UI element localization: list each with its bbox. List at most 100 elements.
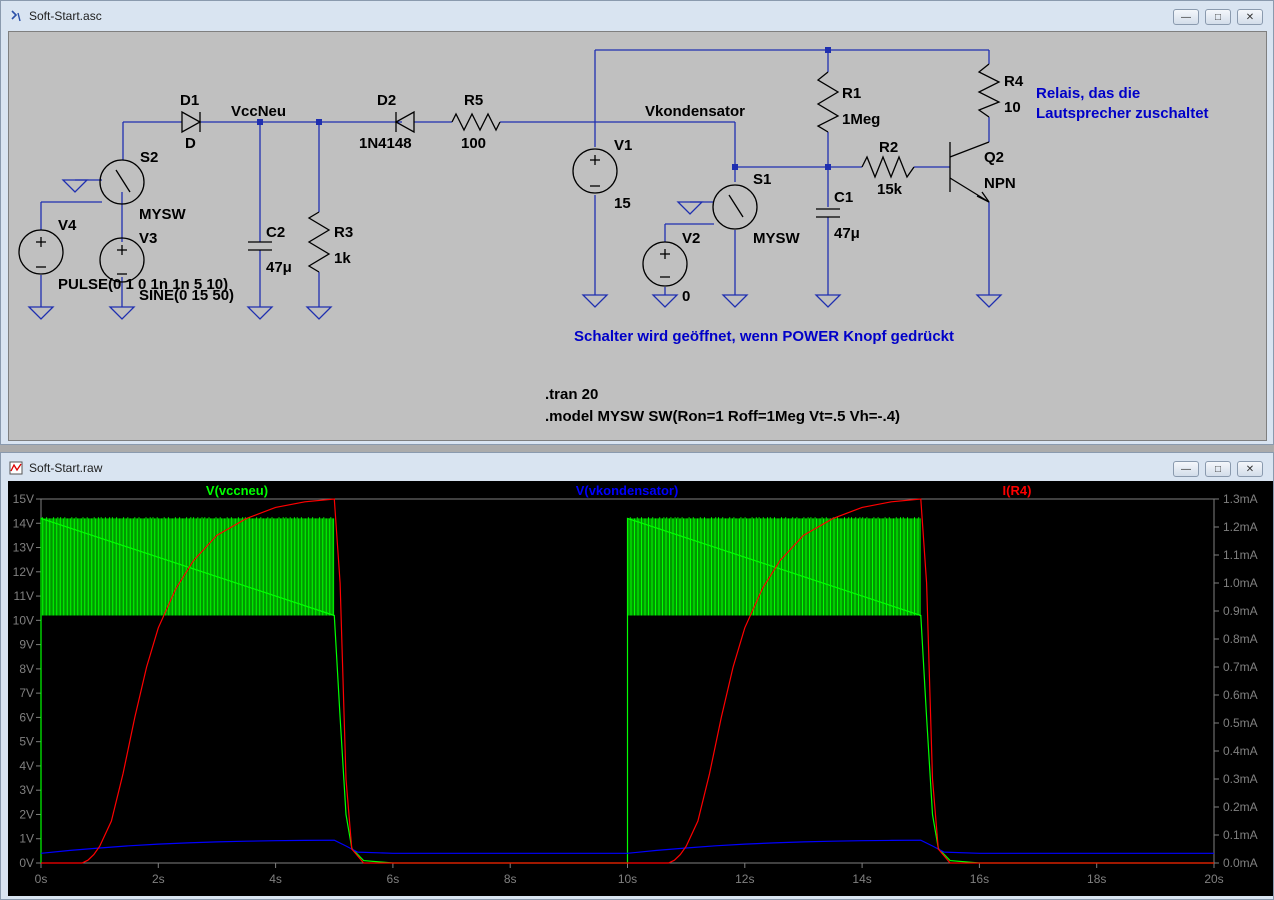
- plot-titlebar[interactable]: Soft-Start.raw — □ ✕: [1, 453, 1273, 483]
- minimize-icon: —: [1181, 463, 1191, 475]
- left-tick-label: 4V: [19, 759, 34, 773]
- label-vccneu: VccNeu: [231, 103, 286, 120]
- label-v3: V3: [139, 230, 157, 247]
- maximize-icon: □: [1214, 11, 1222, 23]
- x-tick-label: 14s: [852, 872, 871, 886]
- close-icon: ✕: [1245, 463, 1255, 475]
- x-tick-label: 6s: [387, 872, 400, 886]
- right-tick-label: 1.3mA: [1223, 492, 1258, 506]
- plot-maximize-button[interactable]: □: [1205, 461, 1231, 477]
- label-v3-value: SINE(0 15 50): [139, 287, 234, 304]
- label-v1-value: 15: [614, 195, 631, 212]
- plot-minimize-button[interactable]: —: [1173, 461, 1199, 477]
- left-tick-label: 7V: [19, 686, 34, 700]
- series-line-2: [41, 498, 1214, 864]
- wires: [40, 49, 990, 307]
- x-tick-label: 8s: [504, 872, 517, 886]
- left-tick-label: 3V: [19, 783, 34, 797]
- maximize-icon: □: [1214, 463, 1222, 475]
- x-axis: 0s 2s 4s 6s 8s 10s 12s 14s 16s 18s 20s: [35, 863, 1224, 886]
- x-tick-label: 0s: [35, 872, 48, 886]
- legend-vccneu[interactable]: V(vccneu): [206, 483, 268, 498]
- right-tick-label: 1.2mA: [1223, 520, 1258, 534]
- schematic-title: Soft-Start.asc: [29, 9, 102, 23]
- directive-model: .model MYSW SW(Ron=1 Roff=1Meg Vt=.5 Vh=…: [545, 408, 900, 425]
- label-v4: V4: [58, 217, 77, 234]
- label-r2-value: 15k: [877, 181, 903, 198]
- right-tick-label: 0.9mA: [1223, 604, 1258, 618]
- label-r1: R1: [842, 85, 861, 102]
- minimize-icon: —: [1181, 11, 1191, 23]
- left-tick-label: 1V: [19, 832, 34, 846]
- label-r3: R3: [334, 224, 353, 241]
- right-tick-label: 1.0mA: [1223, 576, 1258, 590]
- schematic-window: Soft-Start.asc — □ ✕: [0, 0, 1274, 445]
- left-tick-label: 2V: [19, 807, 34, 821]
- label-c1: C1: [834, 189, 853, 206]
- x-tick-label: 16s: [970, 872, 989, 886]
- right-tick-label: 0.6mA: [1223, 688, 1258, 702]
- comment-switch: Schalter wird geöffnet, wenn POWER Knopf…: [574, 328, 954, 345]
- series-line-1: [40, 839, 1214, 854]
- label-v1: V1: [614, 137, 632, 154]
- label-s1: S1: [753, 171, 771, 188]
- label-d2: D2: [377, 92, 396, 109]
- component-symbols: [18, 63, 1001, 287]
- label-r2: R2: [879, 139, 898, 156]
- left-tick-label: 13V: [13, 541, 34, 555]
- label-r1-value: 1Meg: [842, 111, 880, 128]
- right-tick-label: 0.2mA: [1223, 800, 1258, 814]
- right-tick-label: 0.1mA: [1223, 828, 1258, 842]
- x-tick-label: 18s: [1087, 872, 1106, 886]
- left-tick-label: 12V: [13, 565, 34, 579]
- left-tick-label: 0V: [19, 856, 34, 870]
- left-tick-label: 10V: [13, 613, 34, 627]
- right-tick-label: 0.5mA: [1223, 716, 1258, 730]
- x-tick-label: 4s: [269, 872, 282, 886]
- x-tick-label: 12s: [735, 872, 754, 886]
- label-r3-value: 1k: [334, 250, 351, 267]
- left-tick-label: 14V: [13, 516, 34, 530]
- minimize-button[interactable]: —: [1173, 9, 1199, 25]
- label-d1-model: D: [185, 135, 196, 152]
- label-q2-model: NPN: [984, 175, 1016, 192]
- label-r4: R4: [1004, 73, 1024, 90]
- left-tick-label: 15V: [13, 492, 34, 506]
- label-r5: R5: [464, 92, 483, 109]
- x-tick-label: 10s: [618, 872, 637, 886]
- plot-title: Soft-Start.raw: [29, 461, 103, 475]
- legend-vkondensator[interactable]: V(vkondensator): [576, 483, 679, 498]
- legend-ir4[interactable]: I(R4): [1003, 483, 1032, 498]
- left-tick-label: 9V: [19, 638, 34, 652]
- label-s2-model: MYSW: [139, 206, 187, 223]
- right-tick-label: 0.7mA: [1223, 660, 1258, 674]
- directive-tran: .tran 20: [545, 386, 598, 403]
- left-tick-label: 6V: [19, 710, 34, 724]
- close-button[interactable]: ✕: [1237, 9, 1263, 25]
- schematic-titlebar[interactable]: Soft-Start.asc — □ ✕: [1, 1, 1273, 31]
- waveform-icon: [9, 461, 23, 475]
- label-s2: S2: [140, 149, 158, 166]
- plot-close-button[interactable]: ✕: [1237, 461, 1263, 477]
- ground-symbols: [27, 179, 1003, 320]
- left-tick-label: 5V: [19, 735, 34, 749]
- label-r4-value: 10: [1004, 99, 1021, 116]
- right-tick-label: 0.3mA: [1223, 772, 1258, 786]
- x-tick-label: 2s: [152, 872, 165, 886]
- label-d1: D1: [180, 92, 199, 109]
- label-q2: Q2: [984, 149, 1004, 166]
- maximize-button[interactable]: □: [1205, 9, 1231, 25]
- label-r5-value: 100: [461, 135, 486, 152]
- label-c2-value: 47μ: [266, 259, 292, 276]
- schematic-canvas[interactable]: D1 D VccNeu D2 1N4148 R5 100 Vkondensato…: [8, 31, 1267, 441]
- x-tick-label: 20s: [1204, 872, 1223, 886]
- schematic-icon: [11, 10, 21, 22]
- label-v2: V2: [682, 230, 700, 247]
- series-layer: [40, 498, 1214, 864]
- label-c1-value: 47μ: [834, 225, 860, 242]
- right-axis: 0.0mA0.1mA0.2mA0.3mA0.4mA0.5mA0.6mA0.7mA…: [1214, 492, 1258, 870]
